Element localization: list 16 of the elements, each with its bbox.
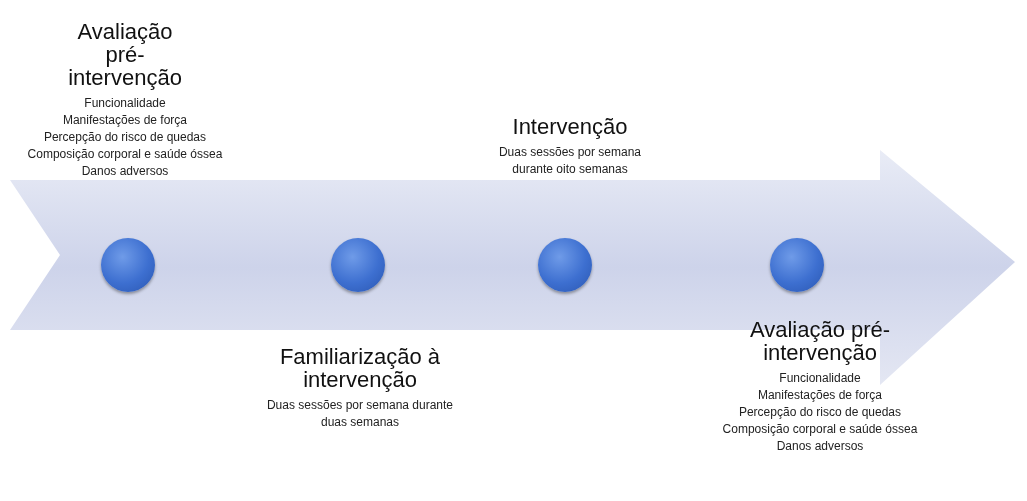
phase-item: Manifestações de força <box>756 387 884 404</box>
phase-item: Danos adversos <box>80 163 170 180</box>
phase-item: Composição corporal e saúde óssea <box>721 421 919 438</box>
phase-item: Funcionalidade <box>778 370 862 387</box>
phase-item: Composição corporal e saúde óssea <box>26 146 224 163</box>
phase-item: Funcionalidade <box>83 95 167 112</box>
phase-item: Duas sessões por semana durante duas semanas <box>265 397 455 431</box>
phase-item: Manifestações de força <box>61 112 189 129</box>
phase-item: Percepção do risco de quedas <box>42 129 208 146</box>
phase-item: Percepção do risco de quedas <box>737 404 903 421</box>
phase-heading: Avaliação pré-intervenção <box>67 20 183 89</box>
phase-item: Duas sessões por semana durante oito semanas <box>497 144 643 178</box>
phase-heading: Intervenção <box>511 115 629 138</box>
phase-item: Danos adversos <box>775 438 865 455</box>
phase-heading: Avaliação pré-intervenção <box>748 318 892 364</box>
phase-heading: Familiarização à intervenção <box>278 345 442 391</box>
